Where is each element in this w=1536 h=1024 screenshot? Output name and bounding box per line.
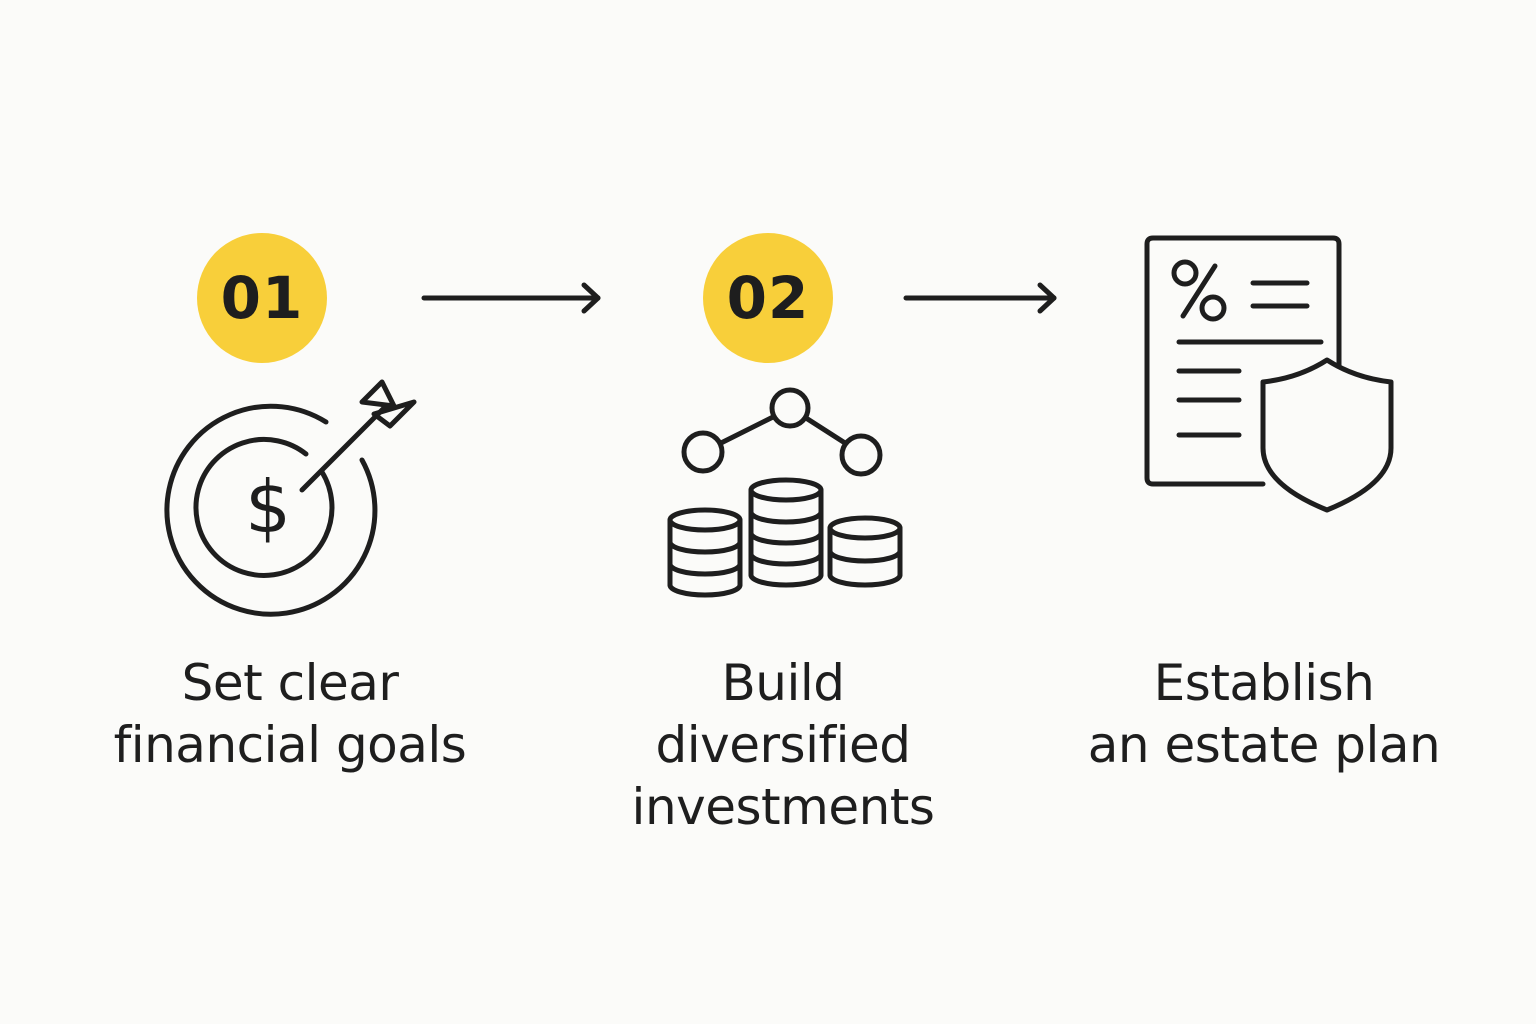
coin-stacks-network-icon: [667, 387, 903, 598]
step-1-label-line-2: financial goals: [113, 716, 467, 774]
step-3-label: Establish an estate plan: [1054, 652, 1474, 776]
step-2-number: 02: [726, 264, 810, 332]
estate-document-shield-icon: [1144, 235, 1394, 513]
step-1-label: Set clear financial goals: [80, 652, 500, 776]
arrow-right-icon: [421, 282, 601, 314]
arrow-right-icon: [903, 282, 1057, 314]
step-3-label-line-1: Establish: [1153, 654, 1375, 712]
step-1-label-line-1: Set clear: [181, 654, 399, 712]
step-2-label-line-1: Build: [721, 654, 845, 712]
step-2-label-line-3: investments: [631, 778, 935, 836]
dollar-sign-icon: $: [245, 465, 291, 549]
step-3-label-line-2: an estate plan: [1087, 716, 1441, 774]
step-2-number-badge: 02: [703, 233, 833, 363]
step-2-label-line-2: diversified: [655, 716, 911, 774]
step-1-number: 01: [220, 264, 304, 332]
dollar-target-icon: $: [164, 379, 417, 617]
shield-icon: [1260, 357, 1394, 513]
step-2-label: Build diversified investments: [573, 652, 993, 838]
step-1-number-badge: 01: [197, 233, 327, 363]
